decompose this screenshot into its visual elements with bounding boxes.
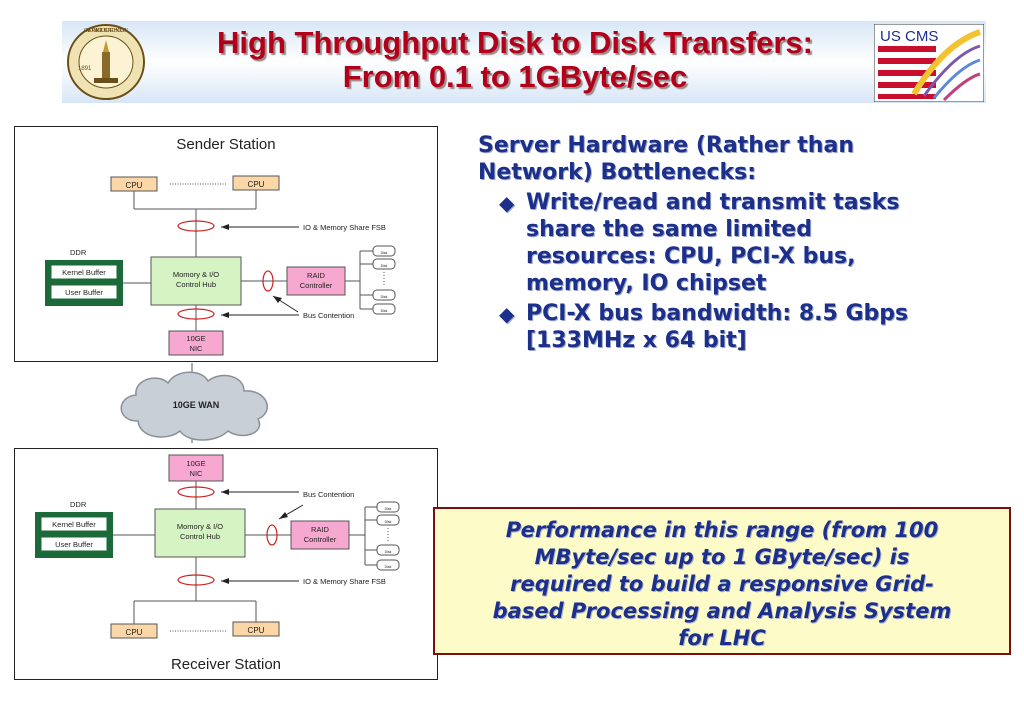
performance-line-4: based Processing and Analysis System [492, 599, 952, 623]
title-line-1: High Throughput Disk to Disk Transfers: [217, 25, 813, 60]
diamond-bullet-icon: ◆ [499, 191, 515, 215]
performance-line-2: MByte/sec up to 1 GByte/sec) is [534, 545, 910, 569]
receiver-nic-line-1: 10GE [186, 459, 205, 468]
sender-raid-line-1: RAID [307, 271, 326, 280]
sender-nic-line-1: 10GE [186, 334, 205, 343]
uscms-logo: US CMS [874, 24, 984, 102]
sender-station-panel: Sender Station CPU CPU IO & Memory Share… [14, 126, 438, 362]
disk-label: Disk [385, 565, 392, 569]
receiver-cpu-a [110, 623, 158, 639]
sender-user-buffer: User Buffer [65, 288, 103, 297]
bullet-item-2: ◆ PCI-X bus bandwidth: 8.5 Gbps [133MHz … [478, 300, 998, 354]
seal-text: CALIFORNIA INSTITUTE OF TECHNOLOGY [84, 28, 129, 34]
receiver-hub-line-1: Momory & I/O [177, 522, 223, 531]
bullet-item-1-line-3: resources: CPU, PCI-X bus, [526, 244, 856, 269]
receiver-kernel-buffer: Kernel Buffer [52, 520, 96, 529]
caltech-seal-logo: 1891 CALIFORNIA INSTITUTE OF TECHNOLOGY [67, 24, 145, 100]
receiver-nic [168, 454, 224, 482]
receiver-bus-contention: Bus Contention [303, 490, 354, 499]
bottleneck-bullets: Server Hardware (Rather than Network) Bo… [478, 132, 998, 354]
sender-nic-line-2: NIC [190, 344, 204, 353]
title-line-2: From 0.1 to 1GByte/sec [342, 59, 688, 94]
title-banner [62, 21, 986, 103]
receiver-nic-line-2: NIC [190, 469, 204, 478]
receiver-hub-line-2: Control Hub [180, 532, 220, 541]
receiver-pci-ring [266, 524, 278, 546]
disk-label: Disk [385, 507, 392, 511]
disk-label: Disk [385, 550, 392, 554]
disk-label: Disk [381, 295, 388, 299]
sender-hub-line-2: Control Hub [176, 280, 216, 289]
sender-cpu-b-label: CPU [248, 180, 265, 189]
receiver-bus-ring [177, 486, 215, 498]
bullet-item-2-line-1: PCI-X bus bandwidth: 8.5 Gbps [526, 301, 909, 326]
bullet-item-1: ◆ Write/read and transmit tasks share th… [478, 189, 998, 297]
sender-bus-contention: Bus Contention [303, 311, 354, 320]
receiver-raid-line-2: Controller [304, 535, 337, 544]
sender-bus-ring [177, 308, 215, 320]
receiver-raid-line-1: RAID [311, 525, 330, 534]
receiver-ddr-label: DDR [70, 500, 87, 509]
sender-ddr-label: DDR [70, 248, 87, 257]
sender-raid-line-2: Controller [300, 281, 333, 290]
receiver-user-buffer: User Buffer [55, 540, 93, 549]
wan-cloud: 10GE WAN [120, 363, 269, 443]
sender-nic [168, 330, 224, 356]
performance-line-5: for LHC [678, 626, 766, 650]
receiver-station-panel: 10GE NIC Bus Contention DDR Kernel Buffe… [14, 448, 438, 680]
receiver-cpu-a-label: CPU [126, 628, 143, 637]
sender-kernel-buffer: Kernel Buffer [62, 268, 106, 277]
sender-fsb-ring [177, 220, 215, 232]
receiver-disk-stack: Disk Disk Disk Disk [376, 501, 400, 571]
sender-fsb-label: IO & Memory Share FSB [303, 223, 386, 232]
uscms-text: US CMS [880, 28, 938, 45]
sender-cpu-a-label: CPU [126, 181, 143, 190]
sender-disk-stack: Disk Disk Disk Disk [372, 245, 396, 315]
bullet-heading-line-2: Network) Bottlenecks: [478, 160, 757, 185]
receiver-fsb-ring [177, 574, 215, 586]
sender-raid-controller [286, 266, 346, 296]
sender-hub-line-1: Momory & I/O [173, 270, 219, 279]
bullet-item-2-line-2: [133MHz x 64 bit] [526, 328, 747, 353]
disk-label: Disk [381, 264, 388, 268]
page-title: High Throughput Disk to Disk Transfers: … [150, 26, 880, 94]
sender-pci-ring [262, 270, 274, 292]
receiver-title: Receiver Station [171, 656, 281, 673]
disk-label: Disk [381, 251, 388, 255]
performance-line-3: required to build a responsive Grid- [510, 572, 934, 596]
seal-year: 1891 [78, 66, 92, 72]
receiver-cpu-b-label: CPU [248, 626, 265, 635]
performance-callout-box: Performance in this range (from 100 MByt… [433, 507, 1011, 655]
bullet-item-1-line-1: Write/read and transmit tasks [526, 190, 900, 215]
disk-label: Disk [385, 520, 392, 524]
disk-label: Disk [381, 309, 388, 313]
bullet-item-1-line-4: memory, IO chipset [526, 271, 767, 296]
receiver-fsb-label: IO & Memory Share FSB [303, 577, 386, 586]
bullet-heading-line-1: Server Hardware (Rather than [478, 133, 854, 158]
bullet-item-1-line-2: share the same limited [526, 217, 812, 242]
diamond-bullet-icon: ◆ [499, 302, 515, 326]
sender-title: Sender Station [176, 136, 275, 153]
wan-label: 10GE WAN [173, 400, 220, 410]
receiver-memory-hub [154, 508, 246, 558]
receiver-cpu-b [232, 621, 280, 637]
performance-line-1: Performance in this range (from 100 [505, 518, 939, 542]
